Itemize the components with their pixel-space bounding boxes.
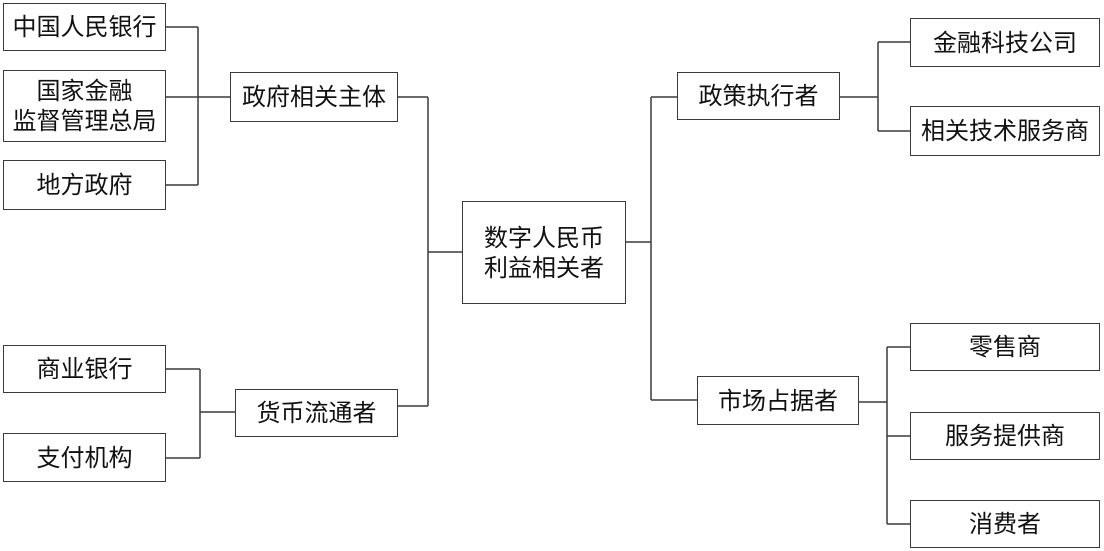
node-policy-executors: 政策执行者 <box>677 72 840 120</box>
node-government-entities: 政府相关主体 <box>230 72 398 122</box>
node-service-provider: 服务提供商 <box>910 412 1100 460</box>
node-payment-institution: 支付机构 <box>3 433 166 482</box>
node-retailer: 零售商 <box>910 323 1100 371</box>
node-financial-regulator: 国家金融 监督管理总局 <box>3 70 166 142</box>
node-local-government: 地方政府 <box>3 160 166 210</box>
node-tech-service-provider: 相关技术服务商 <box>910 106 1100 156</box>
node-root-stakeholders: 数字人民币 利益相关者 <box>462 201 626 304</box>
node-consumer: 消费者 <box>910 500 1100 548</box>
node-market-occupiers: 市场占据者 <box>697 376 859 425</box>
node-commercial-bank: 商业银行 <box>3 345 166 393</box>
node-currency-circulators: 货币流通者 <box>235 389 398 437</box>
node-fintech-company: 金融科技公司 <box>910 18 1100 67</box>
node-pboc: 中国人民银行 <box>3 3 166 51</box>
